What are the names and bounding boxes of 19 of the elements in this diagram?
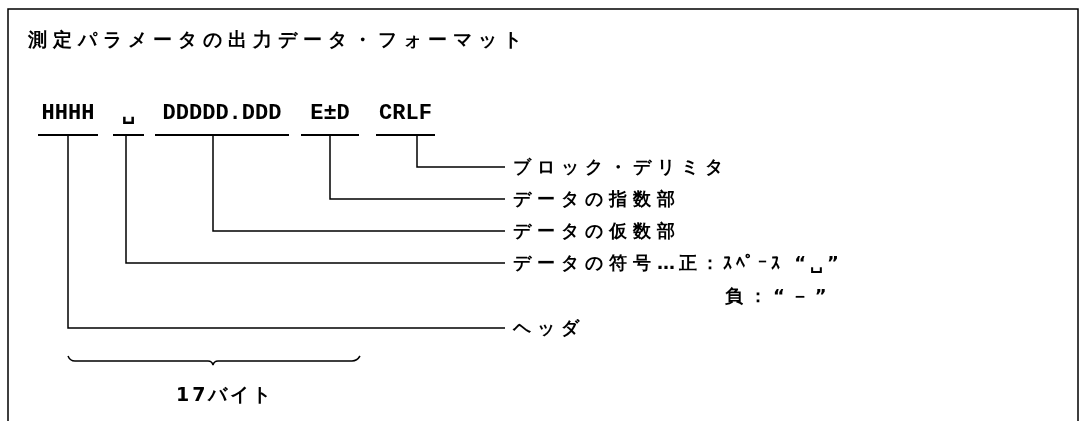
field-code: CRLF	[379, 100, 432, 128]
sign-note: 負：“－”	[725, 284, 833, 308]
field-description: データの仮数部	[513, 220, 681, 241]
leader-line	[212, 135, 506, 232]
leader-line	[329, 135, 506, 200]
field-description: データの指数部	[513, 188, 681, 209]
leader-line	[416, 135, 506, 168]
title: 測定パラメータの出力データ・フォーマット	[28, 27, 528, 52]
sign-note: …正：ｽﾍﾟｰｽ “␣”	[657, 252, 843, 273]
byte-count: 17バイト	[176, 382, 275, 407]
field-code: HHHH	[41, 100, 95, 128]
field-code: ␣	[121, 100, 136, 128]
field-code: E±D	[310, 100, 350, 128]
field-description: ブロック・デリミタ	[513, 156, 729, 177]
field-code: DDDDD.DDD	[162, 100, 282, 128]
leader-line	[125, 135, 506, 264]
field-description: データの符号	[513, 252, 657, 273]
leader-line	[67, 135, 506, 329]
field-description: ヘッダ	[513, 317, 585, 338]
